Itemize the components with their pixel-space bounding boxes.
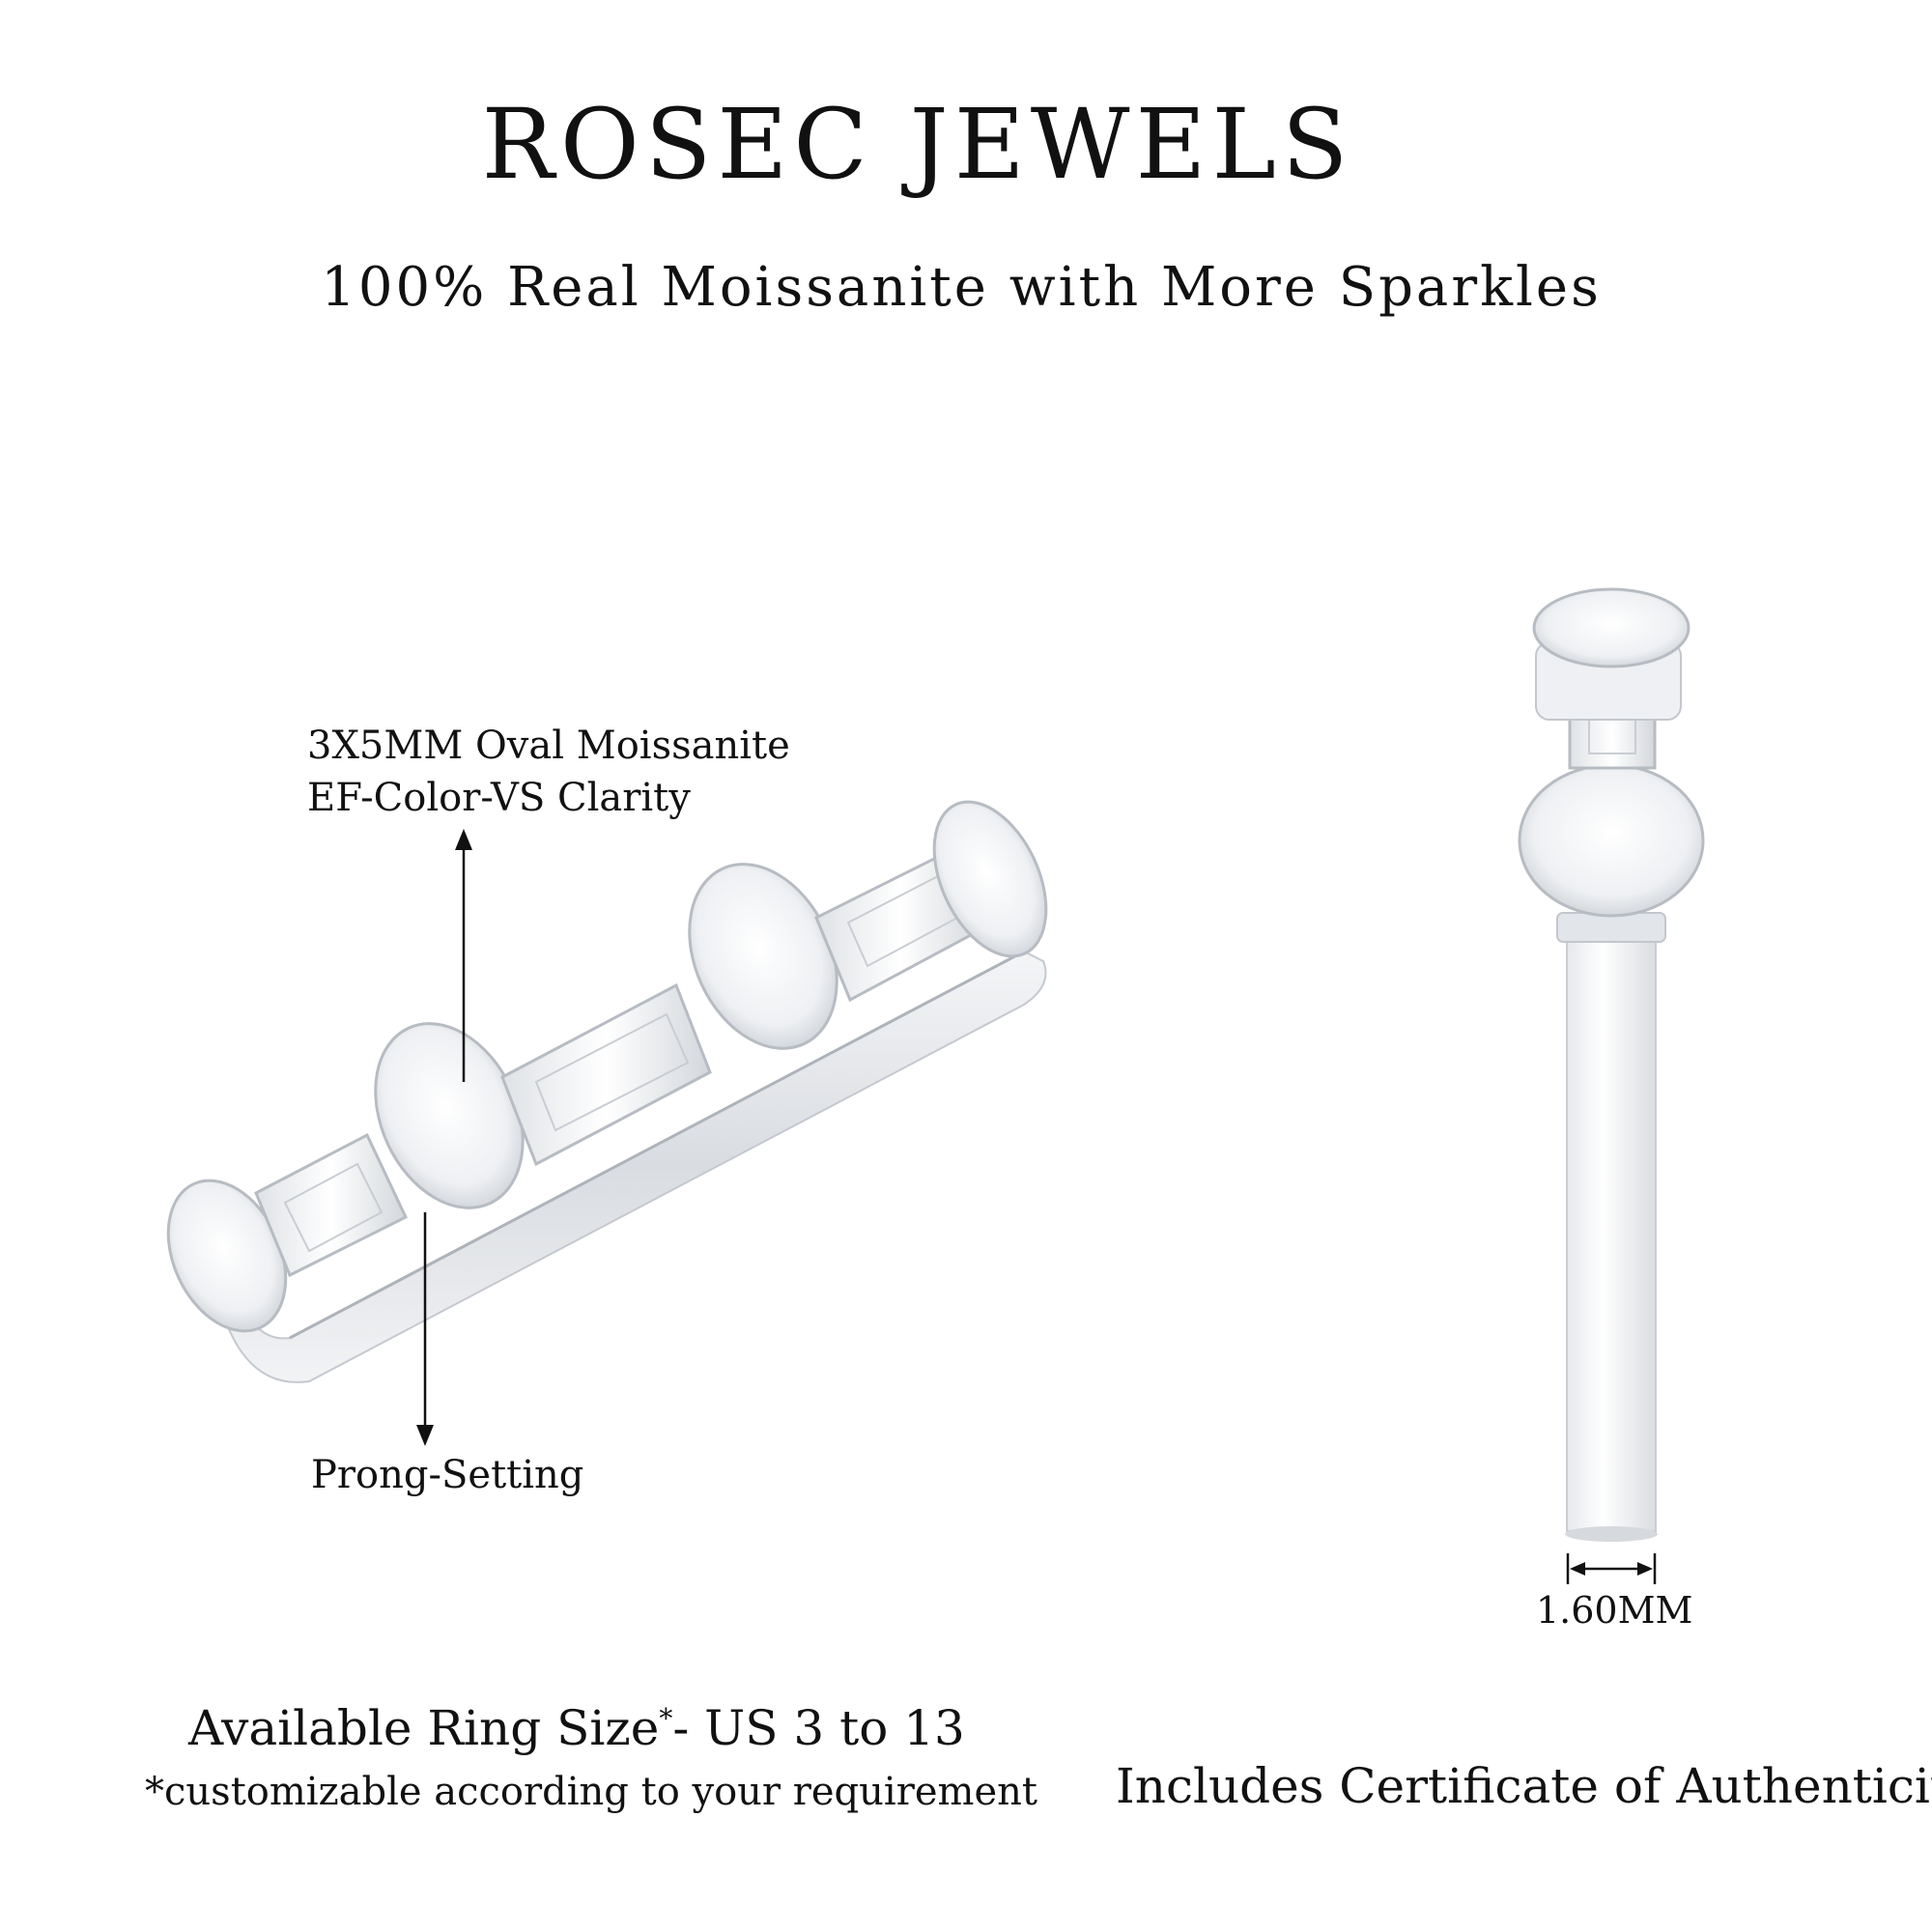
ring-size-range: - US 3 to 13 (672, 1700, 965, 1756)
stone-callout-line1: 3X5MM Oval Moissanite (307, 724, 790, 768)
setting-callout: Prong-Setting (311, 1453, 584, 1497)
width-dimension-marker (1566, 1553, 1657, 1584)
callout-arrow-setting (416, 1212, 434, 1446)
stone-callout-line2: EF-Color-VS Clarity (307, 776, 691, 820)
callout-arrow-stone (455, 829, 472, 1082)
stone-callout: 3X5MM Oval Moissanite EF-Color-VS Clarit… (307, 720, 790, 824)
band-width-label: 1.60MM (1536, 1589, 1693, 1632)
ring-size-label: Available Ring Size (188, 1700, 660, 1756)
ring-size-info: Available Ring Size*- US 3 to 13 (188, 1700, 965, 1756)
ring-stones-angled (166, 800, 1048, 1333)
tagline: 100% Real Moissanite with More Sparkles (321, 256, 1602, 319)
customization-note: *customizable according to your requirem… (145, 1770, 1037, 1814)
certificate-note: Includes Certificate of Authenticity (1116, 1758, 1932, 1814)
ring-side-view (1518, 587, 1705, 1542)
ring-size-asterisk: * (659, 1702, 673, 1735)
brand-title: ROSEC JEWELS (481, 88, 1354, 201)
